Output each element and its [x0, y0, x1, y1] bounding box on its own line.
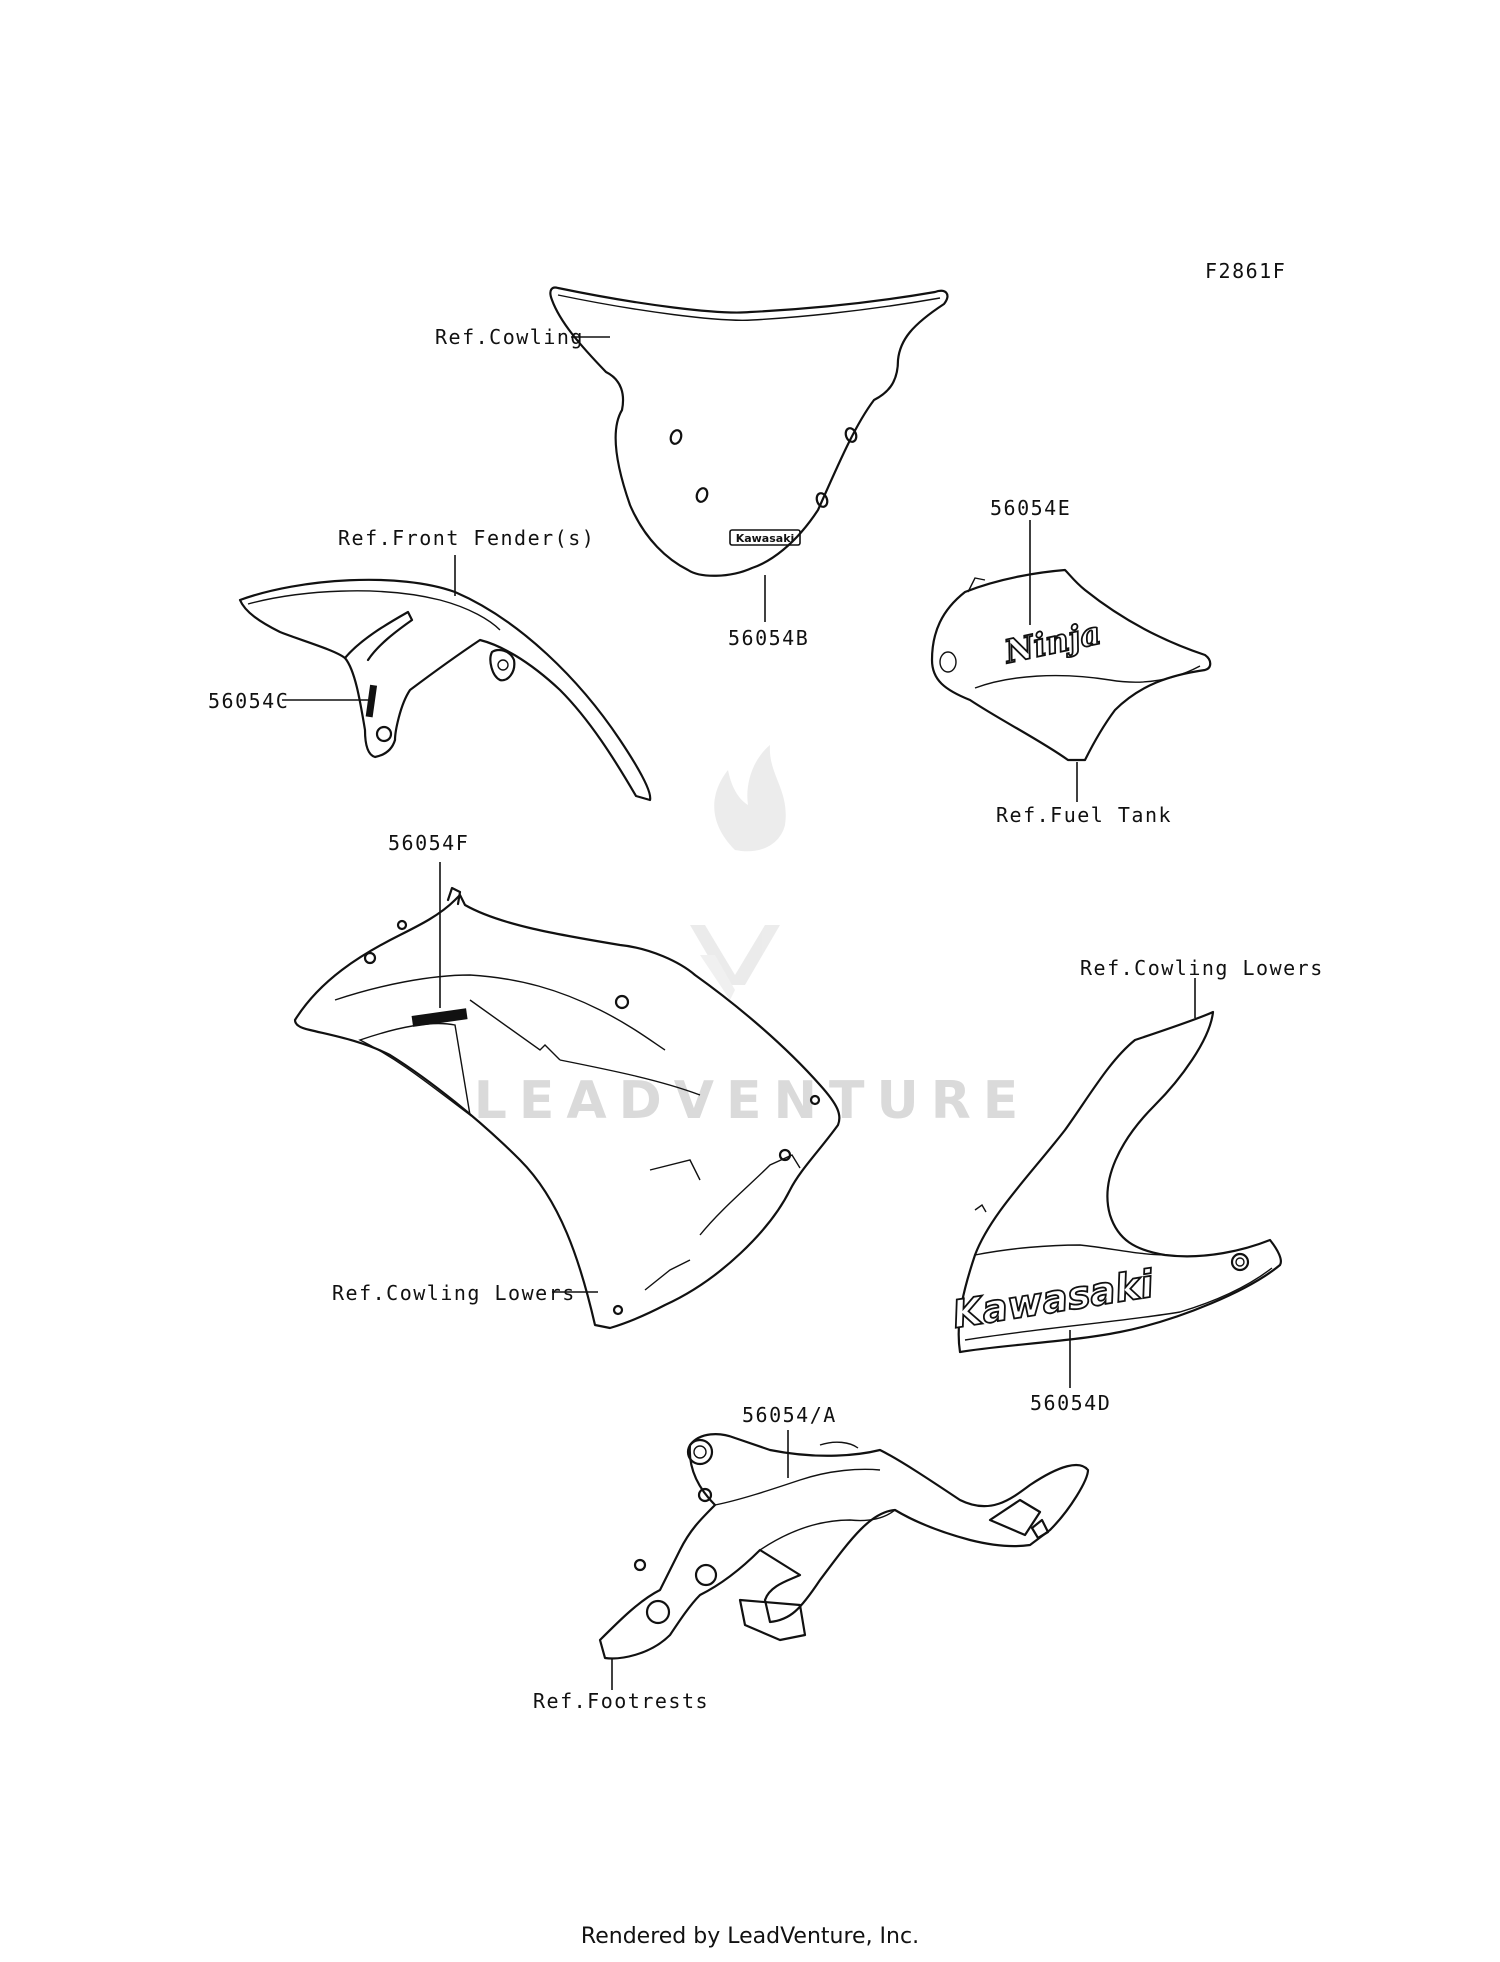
- watermark-text: LEADVENTURE: [474, 1071, 1031, 1131]
- cowling-lower-right: [957, 1010, 1282, 1354]
- label-ref-front-fender: Ref.Front Fender(s): [338, 526, 595, 550]
- label-ref-fuel-tank: Ref.Fuel Tank: [996, 803, 1172, 827]
- windscreen: [549, 286, 949, 577]
- diagram-code: F2861F: [1205, 259, 1286, 283]
- label-ref-cowling: Ref.Cowling: [435, 325, 584, 349]
- front-fender: [238, 578, 652, 802]
- label-56054f: 56054F: [388, 831, 469, 855]
- footrest-bracket: [598, 1433, 1090, 1660]
- label-56054d: 56054D: [1030, 1391, 1111, 1415]
- label-56054b: 56054B: [728, 626, 809, 650]
- windscreen-decal-text: Kawasaki: [736, 532, 795, 545]
- lower-right-kawasaki-decal: Kawasaki: [949, 1261, 1159, 1338]
- tank-decal-text: Ninja: [1000, 614, 1104, 672]
- label-56054e: 56054E: [990, 496, 1071, 520]
- footer-credit: Rendered by LeadVenture, Inc.: [580, 1924, 920, 1949]
- fuel-tank: [930, 568, 1212, 762]
- tank-ninja-decal: Ninja: [999, 613, 1105, 672]
- lower-right-decal-text: Kawasaki: [950, 1261, 1158, 1336]
- windscreen-kawasaki-decal: Kawasaki: [729, 529, 801, 546]
- fender-decal: [365, 684, 378, 718]
- label-ref-footrests: Ref.Footrests: [533, 1689, 709, 1713]
- label-ref-cowling-lowers-right: Ref.Cowling Lowers: [1080, 956, 1324, 980]
- lower-left-decal: [411, 1008, 468, 1027]
- cowling-lower-left: [293, 886, 841, 1330]
- label-56054a: 56054/A: [742, 1403, 837, 1427]
- label-56054c: 56054C: [208, 689, 289, 713]
- label-ref-cowling-lowers-left: Ref.Cowling Lowers: [332, 1281, 576, 1305]
- watermark-logo: [690, 745, 786, 1000]
